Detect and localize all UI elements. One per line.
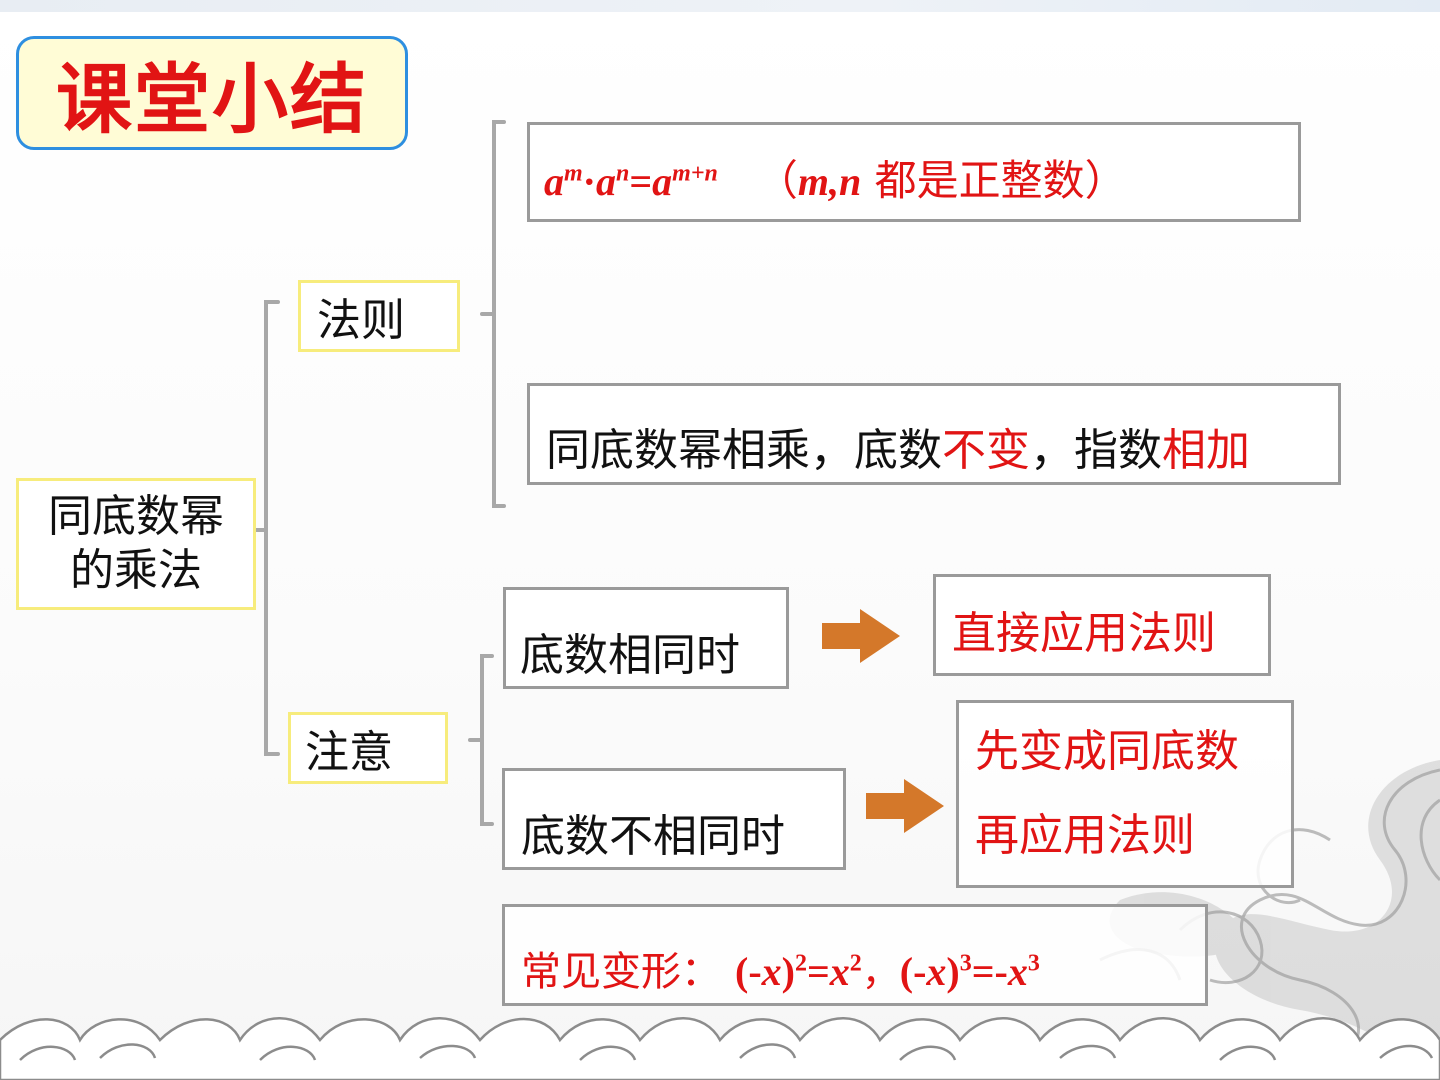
attention-bracket (480, 654, 494, 826)
transform2-close: ) (946, 948, 960, 994)
transform-separator: ， (861, 949, 900, 994)
formula-eq: = (629, 158, 653, 204)
arrow-right-icon (822, 609, 900, 663)
formula-base1: a (544, 158, 564, 204)
formula-dot: · (582, 158, 597, 204)
rule-text-part1: 同底数幂相乘，底数 (546, 425, 942, 476)
rule-node: 法则 (298, 280, 460, 352)
formula-exp3: m+n (672, 160, 718, 187)
page-title: 课堂小结 (56, 55, 368, 144)
transform2-open: (- (899, 948, 927, 994)
rule-formula: am·an=am+n （m,n 都是正整数） (544, 147, 1127, 208)
root-bracket (264, 300, 280, 756)
transform2-rhs: x (1007, 948, 1028, 994)
case-same-base-result: 直接应用法则 (952, 608, 1216, 659)
arrow-right-icon (866, 779, 944, 833)
attention-label: 注意 (305, 727, 393, 778)
title-box: 课堂小结 (16, 36, 408, 150)
rule-text: 同底数幂相乘，底数不变，指数相加 (546, 414, 1250, 478)
root-label-line1: 同底数幂 (48, 491, 224, 542)
common-transforms-formulas: (-x)2=x2，(-x)3=-x3 (735, 941, 1040, 996)
formula-cond-text: 都是正整数） (861, 155, 1127, 205)
transform1-close: ) (781, 948, 795, 994)
transform2-exp: 3 (959, 950, 972, 977)
transform1-eq: = (806, 948, 830, 994)
formula-base2: a (596, 158, 617, 204)
rule-bracket (492, 120, 506, 508)
transform1-exp: 2 (794, 950, 807, 977)
formula-cond-open: （ (755, 155, 798, 205)
case-diff-base-result-line2: 再应用法则 (975, 810, 1195, 861)
rule-formula-box: am·an=am+n （m,n 都是正整数） (527, 122, 1301, 222)
transform2-var: x (926, 948, 947, 994)
rule-text-part2: 不变 (942, 425, 1030, 476)
rule-text-part3: ，指数 (1030, 425, 1162, 476)
transform1-rhs: x (829, 948, 850, 994)
formula-cond-vars: m,n (797, 158, 862, 204)
root-label-line2: 的乘法 (70, 545, 202, 596)
transform1-var: x (761, 948, 782, 994)
formula-exp1: m (564, 160, 583, 187)
case-same-base-result-box: 直接应用法则 (933, 574, 1271, 676)
transform2-rhs-exp: 3 (1027, 950, 1040, 977)
formula-base3: a (652, 158, 673, 204)
transform1-open: (- (735, 948, 762, 994)
case-diff-base-result-line1: 先变成同底数 (975, 726, 1239, 777)
rule-text-part4: 相加 (1162, 425, 1250, 476)
transform1-rhs-exp: 2 (849, 950, 862, 977)
rule-label: 法则 (317, 295, 405, 346)
case-same-base-label: 底数相同时 (520, 630, 740, 681)
attention-node: 注意 (288, 712, 448, 784)
formula-exp2: n (616, 160, 630, 187)
transform2-eq: =- (971, 948, 1008, 994)
top-band (0, 0, 1440, 12)
case-same-base-box: 底数相同时 (503, 587, 789, 689)
case-diff-base-label: 底数不相同时 (521, 811, 785, 862)
case-diff-base-box: 底数不相同时 (502, 768, 846, 870)
rule-text-box: 同底数幂相乘，底数不变，指数相加 (527, 383, 1341, 485)
common-transforms-box: 常见变形： (-x)2=x2，(-x)3=-x3 (502, 904, 1208, 1006)
common-transforms-label: 常见变形： (521, 949, 721, 995)
root-node: 同底数幂 的乘法 (16, 478, 256, 610)
case-diff-base-result-box: 先变成同底数 再应用法则 (956, 700, 1294, 888)
